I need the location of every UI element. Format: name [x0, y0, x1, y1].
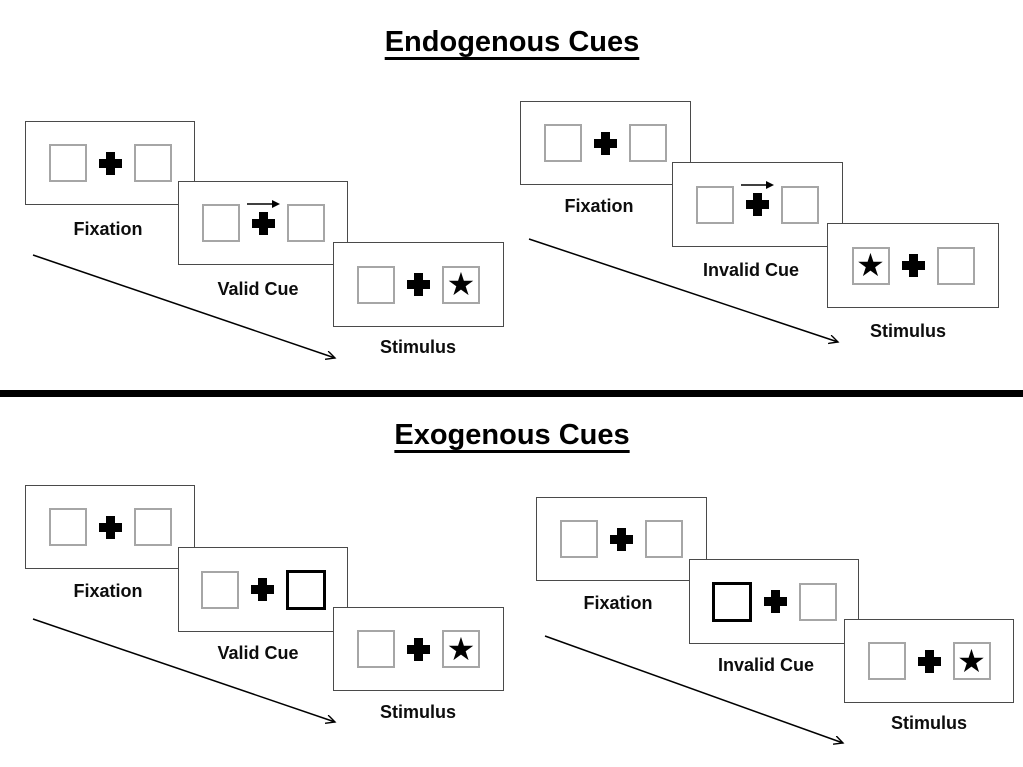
fixation-cross-icon [917, 649, 941, 673]
star-icon: ★ [856, 247, 885, 283]
timeline-arrow [544, 635, 855, 753]
panel-label-stimulus: Stimulus [379, 337, 457, 357]
panel-label-fixation: Fixation [564, 196, 634, 216]
target-box: ★ [442, 265, 480, 304]
cue-panel [178, 547, 348, 632]
fixation-panel [536, 497, 707, 581]
panel-label-stimulus: Stimulus [379, 702, 457, 722]
star-icon: ★ [446, 630, 476, 667]
placeholder-box-left [696, 185, 734, 224]
placeholder-box-right [798, 582, 837, 621]
cue-panel [672, 162, 843, 247]
stimulus-panel: ★ [827, 223, 999, 308]
panel-label-stimulus: Stimulus [890, 713, 968, 733]
placeholder-box-right [133, 508, 172, 546]
placeholder-box-right [645, 520, 683, 558]
panel-label-fixation: Fixation [73, 219, 143, 239]
placeholder-box-left [201, 204, 240, 242]
fixation-cross-icon [246, 199, 280, 235]
placeholder-box-left [357, 265, 395, 304]
panel-label-cue: Valid Cue [217, 643, 299, 663]
target-box: ★ [442, 630, 480, 668]
target-box: ★ [851, 246, 890, 285]
fixation-cross-icon [594, 131, 617, 155]
placeholder-box-right [781, 185, 819, 224]
placeholder-box-right [286, 204, 325, 242]
star-icon: ★ [957, 642, 986, 679]
placeholder-box-left [867, 642, 906, 680]
fixation-cross-icon [98, 515, 122, 539]
fixation-cross-icon [610, 527, 633, 551]
fixation-cross-icon [407, 637, 430, 661]
section-title-endogenous: Endogenous Cues [384, 26, 640, 58]
fixation-cross-icon [98, 151, 122, 175]
placeholder-box-right [629, 124, 667, 162]
panel-label-cue: Invalid Cue [717, 655, 815, 675]
timeline-arrow [32, 254, 348, 370]
placeholder-box-left [200, 570, 239, 609]
fixation-cross-icon [741, 181, 774, 216]
fixation-cross-icon [901, 254, 925, 277]
target-box: ★ [952, 642, 991, 680]
cue-box-highlighted [711, 581, 752, 622]
stimulus-panel: ★ [333, 242, 504, 327]
panel-label-cue: Valid Cue [217, 279, 299, 299]
fixation-panel [25, 485, 195, 569]
cue-panel [689, 559, 859, 644]
fixation-cross-icon [763, 590, 787, 613]
stimulus-panel: ★ [844, 619, 1014, 703]
placeholder-box-left [48, 144, 87, 182]
fixation-panel [520, 101, 691, 185]
timeline-arrow [32, 618, 348, 734]
panel-label-fixation: Fixation [73, 581, 143, 601]
star-icon: ★ [446, 266, 476, 302]
section-title-exogenous: Exogenous Cues [394, 419, 630, 451]
cue-arrow-icon [741, 181, 774, 189]
stimulus-panel: ★ [333, 607, 504, 691]
cue-box-highlighted [285, 569, 326, 610]
fixation-cross-icon [250, 578, 274, 601]
placeholder-box-left [357, 630, 395, 668]
fixation-cross-icon [407, 273, 430, 296]
section-divider [0, 390, 1023, 397]
placeholder-box-left [48, 508, 87, 546]
placeholder-box-left [560, 520, 598, 558]
fixation-panel [25, 121, 195, 205]
placeholder-box-right [936, 246, 975, 285]
cue-panel [178, 181, 348, 265]
placeholder-box-left [544, 124, 582, 162]
panel-label-cue: Invalid Cue [702, 260, 800, 280]
timeline-arrow [528, 238, 849, 352]
panel-label-fixation: Fixation [583, 593, 653, 613]
cue-arrow-icon [246, 199, 280, 208]
panel-label-stimulus: Stimulus [869, 321, 947, 341]
placeholder-box-right [133, 144, 172, 182]
